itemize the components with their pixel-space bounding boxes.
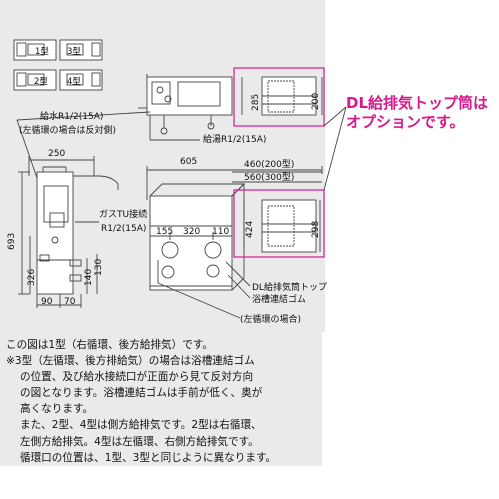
caption-line6: また、2型、4型は側方給排気です。2型は右循環、 bbox=[20, 419, 262, 432]
dim-110: 110 bbox=[212, 227, 229, 237]
option-note: DL給排気トップ筒は オプションです。 bbox=[346, 94, 488, 132]
model-icon-type1 bbox=[13, 39, 57, 61]
dim-90: 90 bbox=[41, 297, 53, 307]
caption-line3: の位置、及び給水接続口が正面から見て反対方向 bbox=[20, 371, 254, 384]
model-icon-type4 bbox=[59, 69, 103, 91]
water-supply-note: (左循環の場合は反対側) bbox=[19, 124, 116, 136]
caption-line7: 左側方給排気。4型は左循環、右側方給排気です。 bbox=[20, 435, 259, 448]
option-note-line2: オプションです。 bbox=[346, 113, 465, 131]
gas-label: ガスTU接続 bbox=[99, 208, 147, 220]
dl-top-label: DL給排気筒トップ bbox=[252, 281, 327, 293]
duct-top-view bbox=[261, 76, 317, 116]
model-label-type3: 3型 bbox=[67, 47, 81, 57]
dim-140: 140 bbox=[84, 269, 94, 286]
water-supply-label: 給水R1/2(15A) bbox=[40, 110, 103, 122]
front-view bbox=[149, 183, 246, 291]
model-label-type4: 4型 bbox=[67, 77, 81, 87]
dim-70: 70 bbox=[64, 297, 76, 307]
duct-front-view bbox=[261, 199, 317, 253]
dim-285: 285 bbox=[251, 94, 261, 111]
dim-326: 326 bbox=[27, 269, 37, 286]
left-circulation-label: (左循環の場合) bbox=[240, 313, 301, 325]
dim-560: 560(300型) bbox=[244, 172, 294, 183]
dim-298: 298 bbox=[311, 221, 321, 238]
model-icon-type3 bbox=[59, 39, 103, 61]
model-label-type1: 1型 bbox=[35, 47, 49, 57]
description-text: この図は1型（右循環、後方給排気）です。 ※3型（左循環、後方排給気）の場合は浴… bbox=[6, 337, 322, 466]
top-view bbox=[138, 76, 233, 135]
dim-693: 693 bbox=[7, 233, 17, 250]
dim-320: 320 bbox=[183, 227, 200, 237]
duct-top-outline bbox=[233, 67, 325, 127]
dim-460: 460(200型) bbox=[244, 159, 294, 170]
side-view bbox=[36, 166, 119, 295]
dim-250: 250 bbox=[48, 149, 65, 159]
dim-424: 424 bbox=[245, 221, 255, 238]
caption-line8: 循環口の位置は、1型、3型と同じように異なります。 bbox=[20, 451, 277, 464]
duct-front-outline bbox=[233, 189, 325, 258]
dim-130: 130 bbox=[94, 259, 104, 276]
model-icon-type2 bbox=[13, 69, 57, 91]
model-label-type2: 2型 bbox=[34, 77, 48, 87]
caption-line1: この図は1型（右循環、後方給排気）です。 bbox=[6, 339, 213, 351]
hot-water-label: 給湯R1/2(15A) bbox=[203, 133, 266, 145]
dim-200: 200 bbox=[311, 93, 321, 110]
caption-background bbox=[0, 332, 322, 466]
option-note-line1: DL給排気トップ筒は bbox=[346, 94, 489, 112]
bath-rubber-label: 浴槽連結ゴム bbox=[252, 293, 306, 305]
dim-605: 605 bbox=[180, 157, 197, 167]
dim-155: 155 bbox=[156, 227, 173, 237]
caption-line5: 高くなります。 bbox=[20, 403, 94, 416]
caption-line4: の図となります。浴槽連結ゴムは手前が低く、奥が bbox=[20, 387, 263, 400]
caption-line2: ※3型（左循環、後方排給気）の場合は浴槽連結ゴム bbox=[6, 355, 255, 368]
gas-size-label: R1/2(15A) bbox=[101, 224, 146, 234]
